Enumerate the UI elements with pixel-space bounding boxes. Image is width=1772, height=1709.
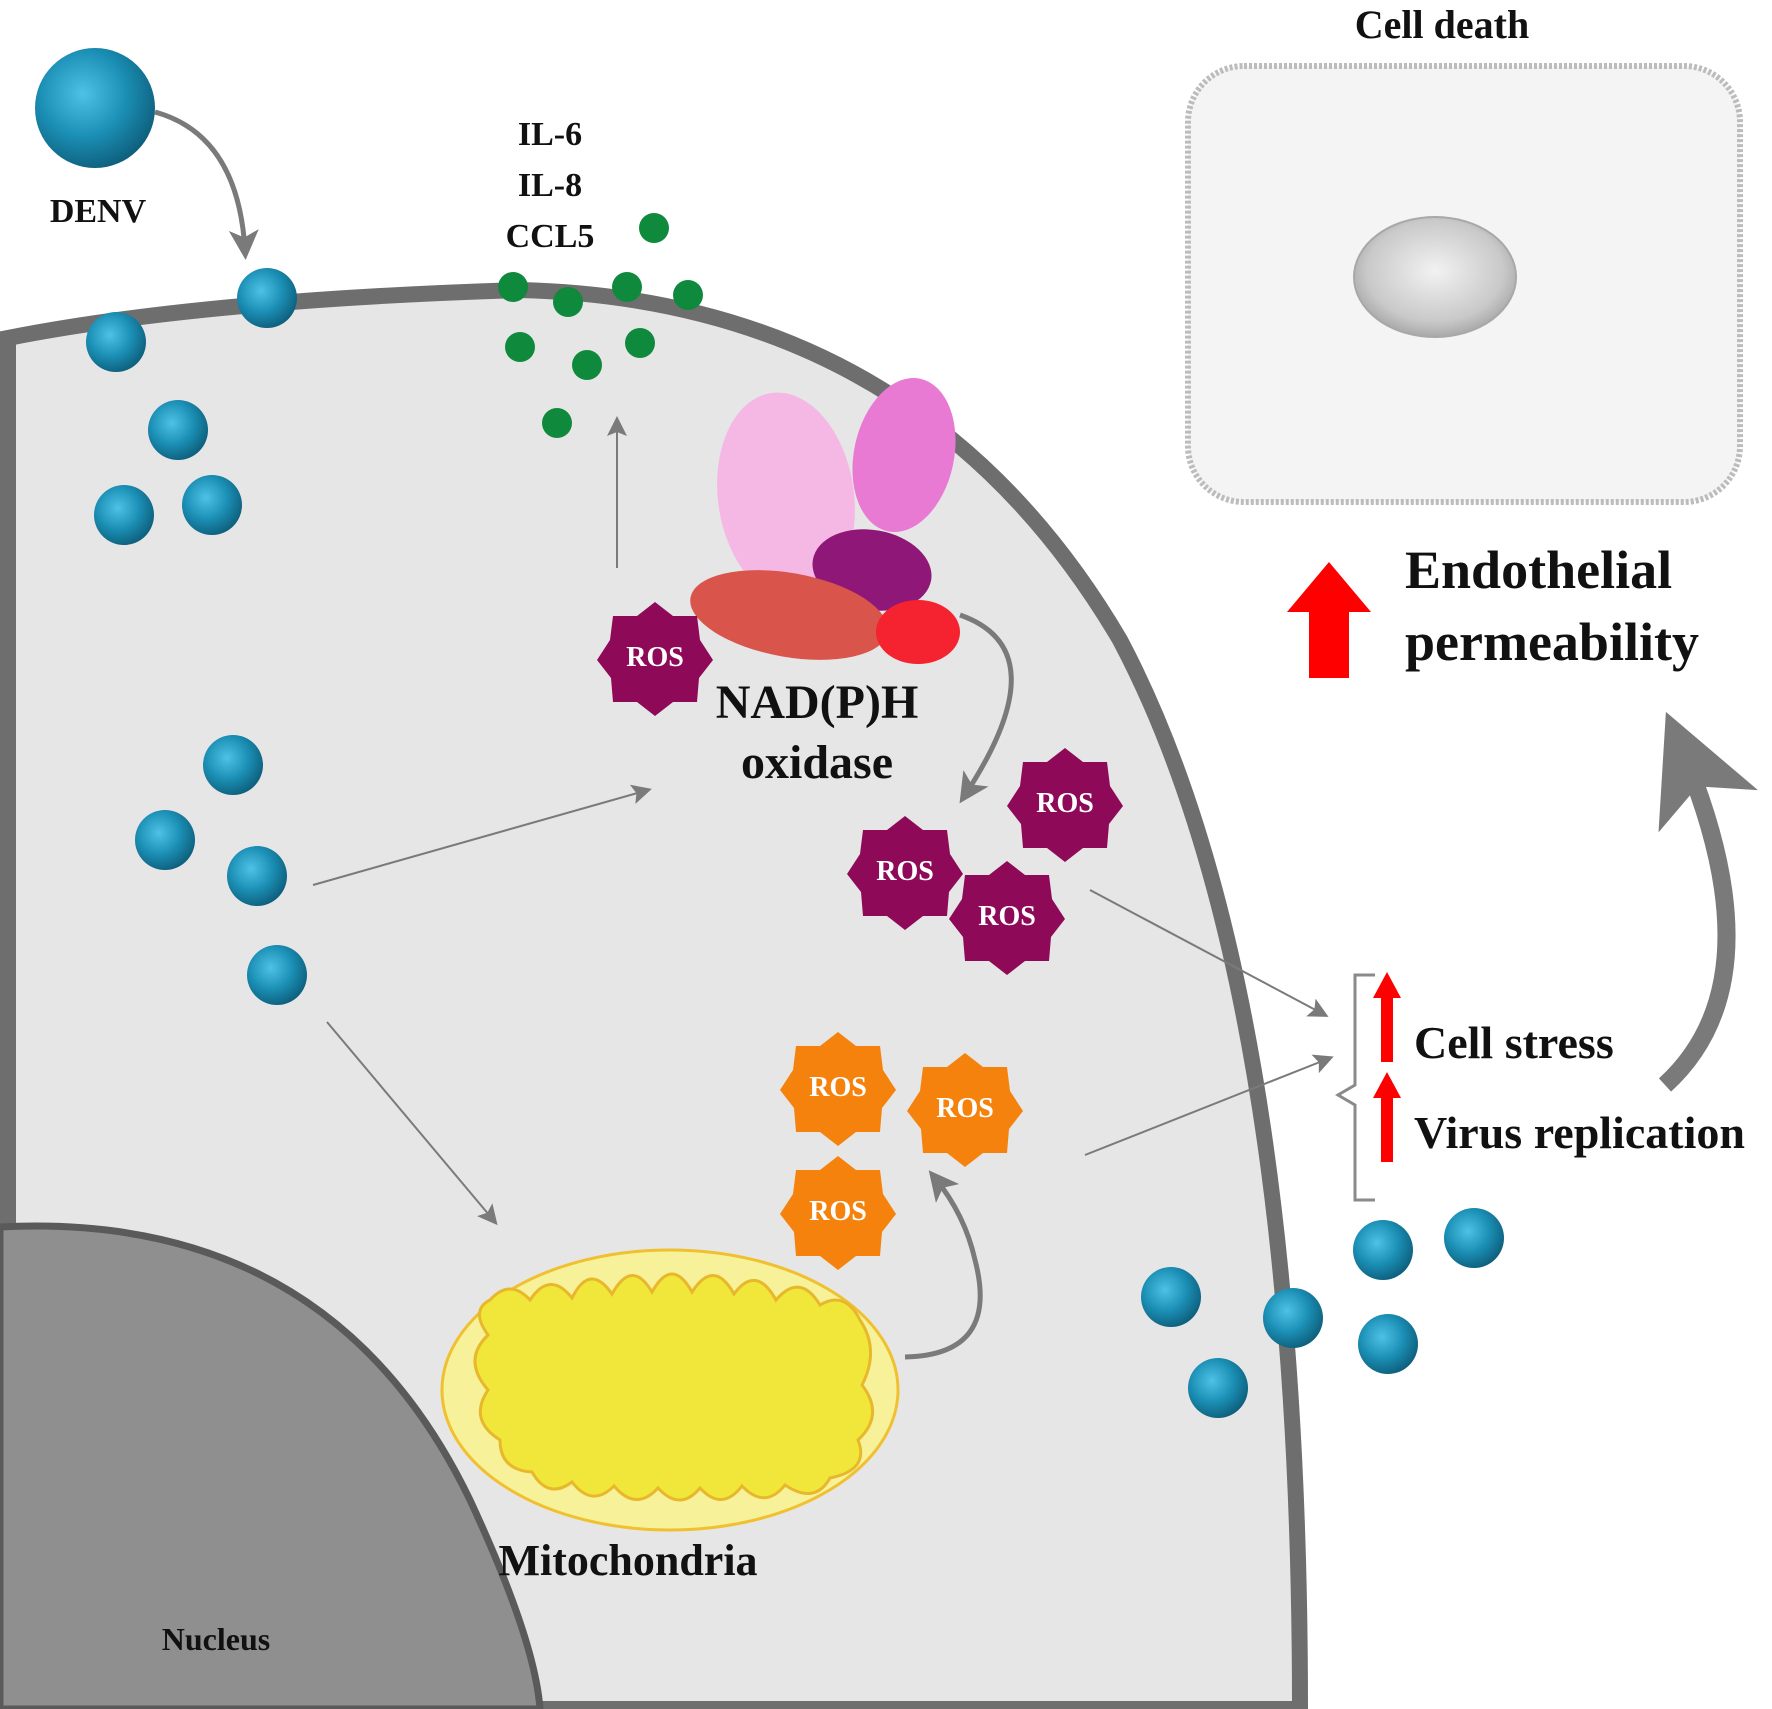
increase-arrow-cell-stress bbox=[1373, 972, 1401, 1062]
arrow-denv-entry bbox=[154, 109, 259, 260]
virus-particle bbox=[247, 945, 307, 1005]
ros-badge: ROS bbox=[907, 1053, 1023, 1167]
increase-arrow-virus-replication bbox=[1373, 1072, 1401, 1162]
effects-bracket bbox=[1335, 973, 1375, 1202]
cytokine-label-il8: IL-8 bbox=[518, 167, 582, 204]
virus-particle bbox=[1263, 1288, 1323, 1348]
svg-text:ROS: ROS bbox=[876, 856, 934, 887]
svg-text:ROS: ROS bbox=[936, 1093, 994, 1124]
virus-particle bbox=[1141, 1267, 1201, 1327]
virus-particle bbox=[135, 810, 195, 870]
virus-particle bbox=[227, 846, 287, 906]
nucleus bbox=[0, 1222, 544, 1709]
svg-text:ROS: ROS bbox=[1036, 788, 1094, 819]
virus-particle bbox=[1444, 1208, 1504, 1268]
endothelial-permeability-label-line1: Endothelial bbox=[1405, 540, 1672, 600]
dead-cell-nucleus bbox=[1353, 216, 1517, 338]
ros-nadph-group: ROS ROS ROS ROS bbox=[597, 602, 1123, 975]
svg-text:ROS: ROS bbox=[978, 901, 1036, 932]
ros-badge: ROS bbox=[780, 1156, 896, 1270]
increase-arrow-permeability bbox=[1287, 562, 1371, 678]
arrow-to-permeability bbox=[1658, 711, 1758, 1092]
nadph-oxidase-label-line2: oxidase bbox=[741, 736, 893, 789]
virus-particle bbox=[94, 485, 154, 545]
virus-particle bbox=[203, 735, 263, 795]
ros-badge: ROS bbox=[847, 816, 963, 930]
mitochondria-label: Mitochondria bbox=[498, 1536, 757, 1585]
svg-text:ROS: ROS bbox=[626, 642, 684, 673]
virus-replication-label: Virus replication bbox=[1414, 1107, 1745, 1158]
ros-badge: ROS bbox=[597, 602, 713, 716]
ros-badge: ROS bbox=[780, 1032, 896, 1146]
svg-text:ROS: ROS bbox=[809, 1072, 867, 1103]
mitochondria bbox=[440, 1248, 900, 1532]
ros-badge: ROS bbox=[949, 861, 1065, 975]
cytokine-label-il6: IL-6 bbox=[518, 116, 582, 153]
arrows bbox=[154, 109, 1758, 1360]
cell-stress-label: Cell stress bbox=[1414, 1017, 1614, 1068]
virus-particle bbox=[86, 312, 146, 372]
cytokine-label-ccl5: CCL5 bbox=[506, 218, 595, 255]
svg-text:ROS: ROS bbox=[809, 1196, 867, 1227]
virus-particle bbox=[182, 475, 242, 535]
nadph-oxidase-complex bbox=[690, 377, 960, 664]
denv-label: DENV bbox=[50, 193, 147, 230]
ros-badge: ROS bbox=[1007, 748, 1123, 862]
nadph-oxidase-label-line1: NAD(P)H bbox=[716, 676, 919, 729]
virus-particle bbox=[1188, 1358, 1248, 1418]
virus-particle bbox=[148, 400, 208, 460]
cell-death-label: Cell death bbox=[1355, 2, 1529, 47]
virus-particle bbox=[237, 268, 297, 328]
arrow-virus-to-mito bbox=[326, 1021, 498, 1226]
arrow-nadph-to-ros bbox=[959, 612, 1014, 804]
nucleus-label: Nucleus bbox=[162, 1621, 270, 1657]
arrow-mito-ros-to-stress bbox=[1084, 1054, 1334, 1156]
arrow-ros-to-stress bbox=[1089, 889, 1329, 1017]
cytokine-dots bbox=[498, 213, 703, 438]
arrow-mito-to-ros bbox=[904, 1170, 983, 1360]
endothelial-permeability-label-line2: permeability bbox=[1405, 612, 1699, 672]
virus-particles bbox=[35, 48, 1504, 1418]
virus-particle bbox=[35, 48, 155, 168]
virus-particle bbox=[1353, 1220, 1413, 1280]
virus-particle bbox=[1358, 1314, 1418, 1374]
arrow-virus-to-nadph bbox=[312, 784, 652, 886]
ros-mito-group: ROS ROS ROS bbox=[780, 1032, 1023, 1270]
